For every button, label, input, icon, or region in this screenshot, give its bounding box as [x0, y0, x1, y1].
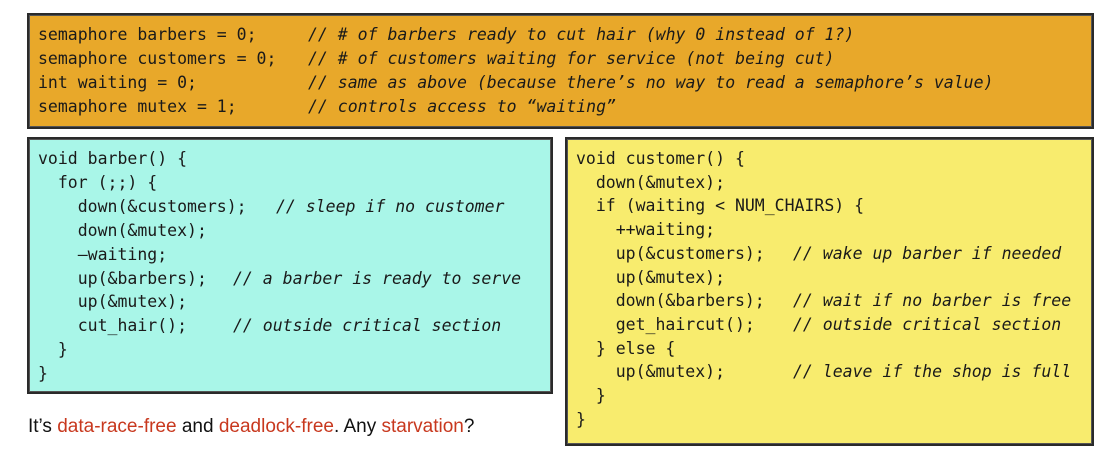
- code-comment: // same as above (because there’s no way…: [308, 73, 994, 92]
- declaration-line: int waiting = 0;: [38, 73, 197, 92]
- code-comment: // wait if no barber is free: [793, 291, 1072, 311]
- customer-code-line: up(&customers);: [576, 243, 765, 263]
- customer-code-line: ++waiting;: [576, 220, 716, 240]
- barber-code-line: up(&mutex);: [38, 292, 188, 312]
- declaration-line: semaphore barbers = 0;: [38, 25, 257, 44]
- customer-code-line: void customer() {: [576, 149, 745, 168]
- term-deadlock-free: deadlock-free: [218, 416, 334, 437]
- footer-text: and: [176, 416, 219, 437]
- footer-text: ?: [463, 416, 475, 437]
- code-comment: // leave if the shop is full: [793, 362, 1072, 382]
- barber-code-line: cut_hair();: [38, 316, 188, 336]
- code-comment: // a barber is ready to serve: [233, 268, 522, 288]
- code-comment: // # of customers waiting for service (n…: [308, 49, 835, 68]
- term-starvation: starvation: [381, 416, 464, 437]
- barber-function-box: [27, 137, 553, 394]
- code-comment: // outside critical section: [233, 316, 502, 336]
- declaration-line: semaphore mutex = 1;: [38, 97, 237, 116]
- code-comment: // outside critical section: [793, 314, 1062, 334]
- barber-code-line: }: [38, 340, 68, 360]
- barber-code-line: up(&barbers);: [38, 268, 207, 288]
- customer-code-line: up(&mutex);: [576, 362, 726, 382]
- code-comment: // controls access to “waiting”: [308, 97, 616, 116]
- barber-code-line: —waiting;: [38, 244, 168, 264]
- barber-code-line: for (;;) {: [38, 172, 158, 192]
- customer-code-line: if (waiting < NUM_CHAIRS) {: [576, 196, 865, 216]
- barber-code-line: down(&customers);: [38, 196, 247, 216]
- footer-question: It’s data-race-free and deadlock-free. A…: [28, 416, 474, 438]
- barber-code-line: void barber() {: [38, 149, 188, 168]
- barber-code-line: }: [38, 364, 48, 384]
- code-comment: // sleep if no customer: [276, 196, 505, 216]
- customer-code-line: } else {: [576, 338, 676, 358]
- customer-code-line: down(&mutex);: [576, 172, 726, 192]
- customer-code-line: }: [576, 386, 606, 405]
- customer-code-line: down(&barbers);: [576, 291, 765, 311]
- code-comment: // wake up barber if needed: [793, 243, 1062, 263]
- global-declarations-box: [27, 13, 1094, 129]
- footer-text: . Any: [333, 416, 382, 437]
- footer-text: It’s: [28, 416, 58, 437]
- customer-code-line: }: [576, 409, 586, 429]
- customer-code-line: up(&mutex);: [576, 267, 726, 287]
- declaration-line: semaphore customers = 0;: [38, 49, 277, 68]
- barber-code-line: down(&mutex);: [38, 220, 207, 240]
- code-comment: // # of barbers ready to cut hair (why 0…: [308, 25, 855, 44]
- customer-code-line: get_haircut();: [576, 314, 755, 334]
- customer-function-box: [565, 137, 1094, 446]
- term-data-race-free: data-race-free: [57, 416, 177, 437]
